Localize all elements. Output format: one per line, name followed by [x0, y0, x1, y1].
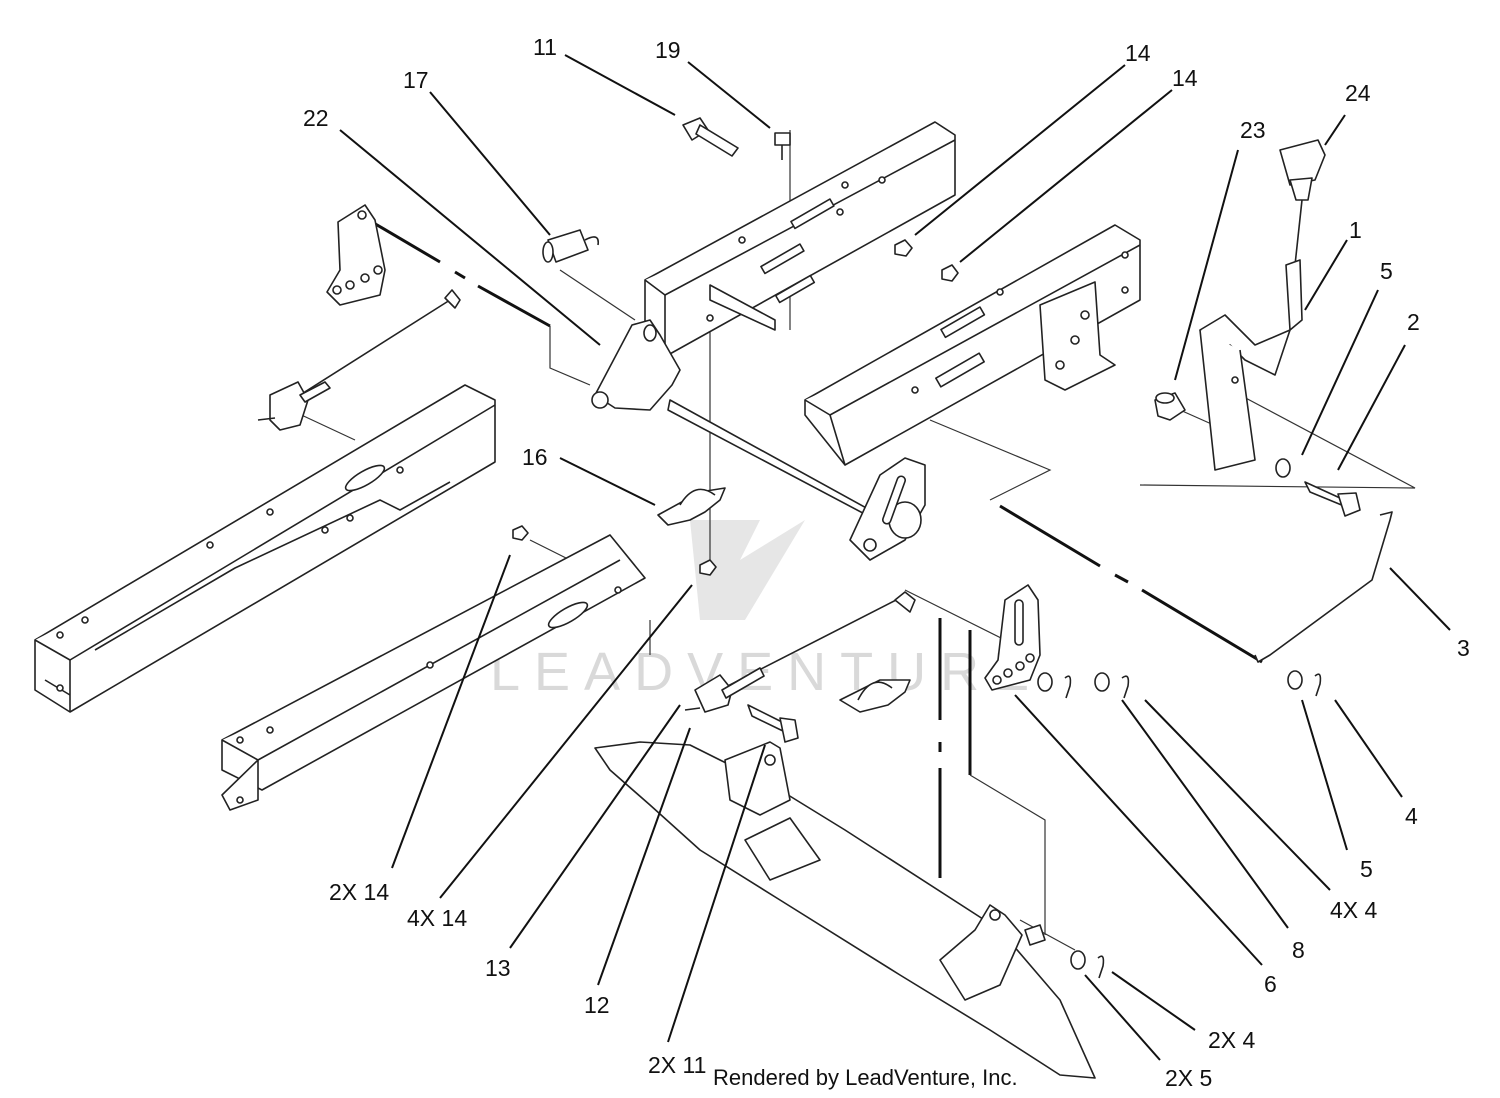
- callout-8: 8: [1292, 937, 1305, 963]
- watermark-text: LEADVENTURE: [490, 642, 1043, 702]
- callout-12: 12: [584, 992, 610, 1018]
- clamp-16: [657, 487, 726, 526]
- callout-16: 16: [522, 444, 548, 470]
- clamp-lower-center: [839, 679, 911, 713]
- callout-5-top: 5: [1380, 258, 1393, 284]
- bellcrank-upper-left: [326, 204, 386, 306]
- callout-14-a: 14: [1125, 40, 1151, 66]
- callout-3: 3: [1457, 635, 1470, 661]
- nuts-14: [512, 239, 959, 576]
- dashed-guides: [371, 220, 1263, 878]
- lower-chassis-arm: [594, 741, 1096, 1079]
- callout-1: 1: [1349, 217, 1362, 243]
- callout-23: 23: [1240, 117, 1266, 143]
- callout-2x4: 2X 4: [1208, 1027, 1256, 1053]
- callout-17: 17: [403, 67, 429, 93]
- callout-labels: 11 19 17 22 14 14 24 23 1 5 2 16 3 4 5 4…: [303, 34, 1470, 1091]
- callout-5-bottom: 5: [1360, 856, 1373, 882]
- washers-clips-lower-right: [1037, 670, 1322, 979]
- callout-24: 24: [1345, 80, 1371, 106]
- spring-17: [542, 229, 600, 263]
- rod-upper-left: [257, 289, 461, 431]
- lower-frame-rail: [221, 534, 646, 811]
- callout-19: 19: [655, 37, 681, 63]
- bolt-19: [774, 132, 791, 160]
- cross-shaft-assembly: [591, 319, 926, 561]
- footer-credit: Rendered by LeadVenture, Inc.: [713, 1065, 1018, 1090]
- bolt-11-top: [682, 117, 739, 157]
- spacer-23: [1154, 392, 1186, 421]
- callout-2x14: 2X 14: [329, 879, 389, 905]
- bolt-2-and-washer: [1275, 458, 1361, 517]
- callout-2x11: 2X 11: [648, 1052, 706, 1078]
- callout-4x4: 4X 4: [1330, 897, 1378, 923]
- bellcrank-6: [984, 584, 1041, 691]
- rod-3: [1254, 511, 1393, 663]
- watermark-logo-icon: [690, 520, 805, 620]
- leader-lines: [339, 54, 1451, 1061]
- callout-22: 22: [303, 105, 329, 131]
- callout-4x14: 4X 14: [407, 905, 467, 931]
- left-frame-rail: [34, 384, 496, 713]
- callout-2: 2: [1407, 309, 1420, 335]
- right-frame-rail: [804, 224, 1141, 466]
- upper-center-rail: [644, 121, 956, 356]
- shift-lever: [1199, 139, 1326, 471]
- callout-4: 4: [1405, 803, 1418, 829]
- callout-14-b: 14: [1172, 65, 1198, 91]
- callout-13: 13: [485, 955, 511, 981]
- callout-2x5: 2X 5: [1165, 1065, 1212, 1091]
- callout-11-top: 11: [533, 34, 557, 60]
- callout-6: 6: [1264, 971, 1277, 997]
- rod-lower-center: [684, 591, 916, 743]
